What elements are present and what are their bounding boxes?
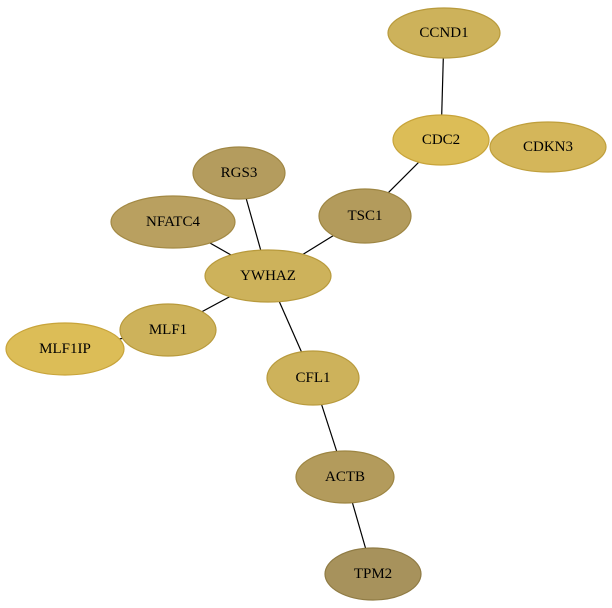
node-label: ACTB — [325, 469, 365, 485]
node-ellipse — [392, 114, 490, 166]
node-tpm2[interactable]: TPM2 — [324, 547, 422, 601]
node-label: CFL1 — [295, 370, 330, 386]
node-ellipse — [295, 450, 395, 504]
node-cdkn3[interactable]: CDKN3 — [489, 121, 607, 173]
node-label: RGS3 — [221, 165, 258, 181]
edge-layer — [64, 32, 445, 575]
node-label: CDKN3 — [523, 139, 573, 155]
node-label: CCND1 — [419, 25, 468, 41]
node-ccnd1[interactable]: CCND1 — [387, 7, 501, 59]
node-mlf1[interactable]: MLF1 — [119, 303, 217, 357]
node-label: YWHAZ — [240, 268, 296, 284]
node-ellipse — [192, 146, 286, 200]
node-rgs3[interactable]: RGS3 — [192, 146, 286, 200]
node-actb[interactable]: ACTB — [295, 450, 395, 504]
node-label: MLF1 — [149, 322, 187, 338]
node-cfl1[interactable]: CFL1 — [266, 350, 360, 406]
node-label: TSC1 — [347, 208, 382, 224]
node-label: NFATC4 — [146, 214, 200, 230]
node-label: CDC2 — [422, 132, 460, 148]
node-nfatc4[interactable]: NFATC4 — [110, 195, 236, 249]
node-ywhaz[interactable]: YWHAZ — [204, 249, 332, 303]
node-ellipse — [318, 188, 412, 244]
node-mlf1ip[interactable]: MLF1IP — [5, 322, 125, 376]
node-ellipse — [489, 121, 607, 173]
node-ellipse — [110, 195, 236, 249]
node-label: MLF1IP — [39, 341, 91, 357]
node-ellipse — [324, 547, 422, 601]
node-ellipse — [5, 322, 125, 376]
node-ellipse — [266, 350, 360, 406]
node-ellipse — [204, 249, 332, 303]
node-ellipse — [119, 303, 217, 357]
node-cdc2[interactable]: CDC2 — [392, 114, 490, 166]
node-ellipse — [387, 7, 501, 59]
node-tsc1[interactable]: TSC1 — [318, 188, 412, 244]
node-label: TPM2 — [354, 566, 392, 582]
